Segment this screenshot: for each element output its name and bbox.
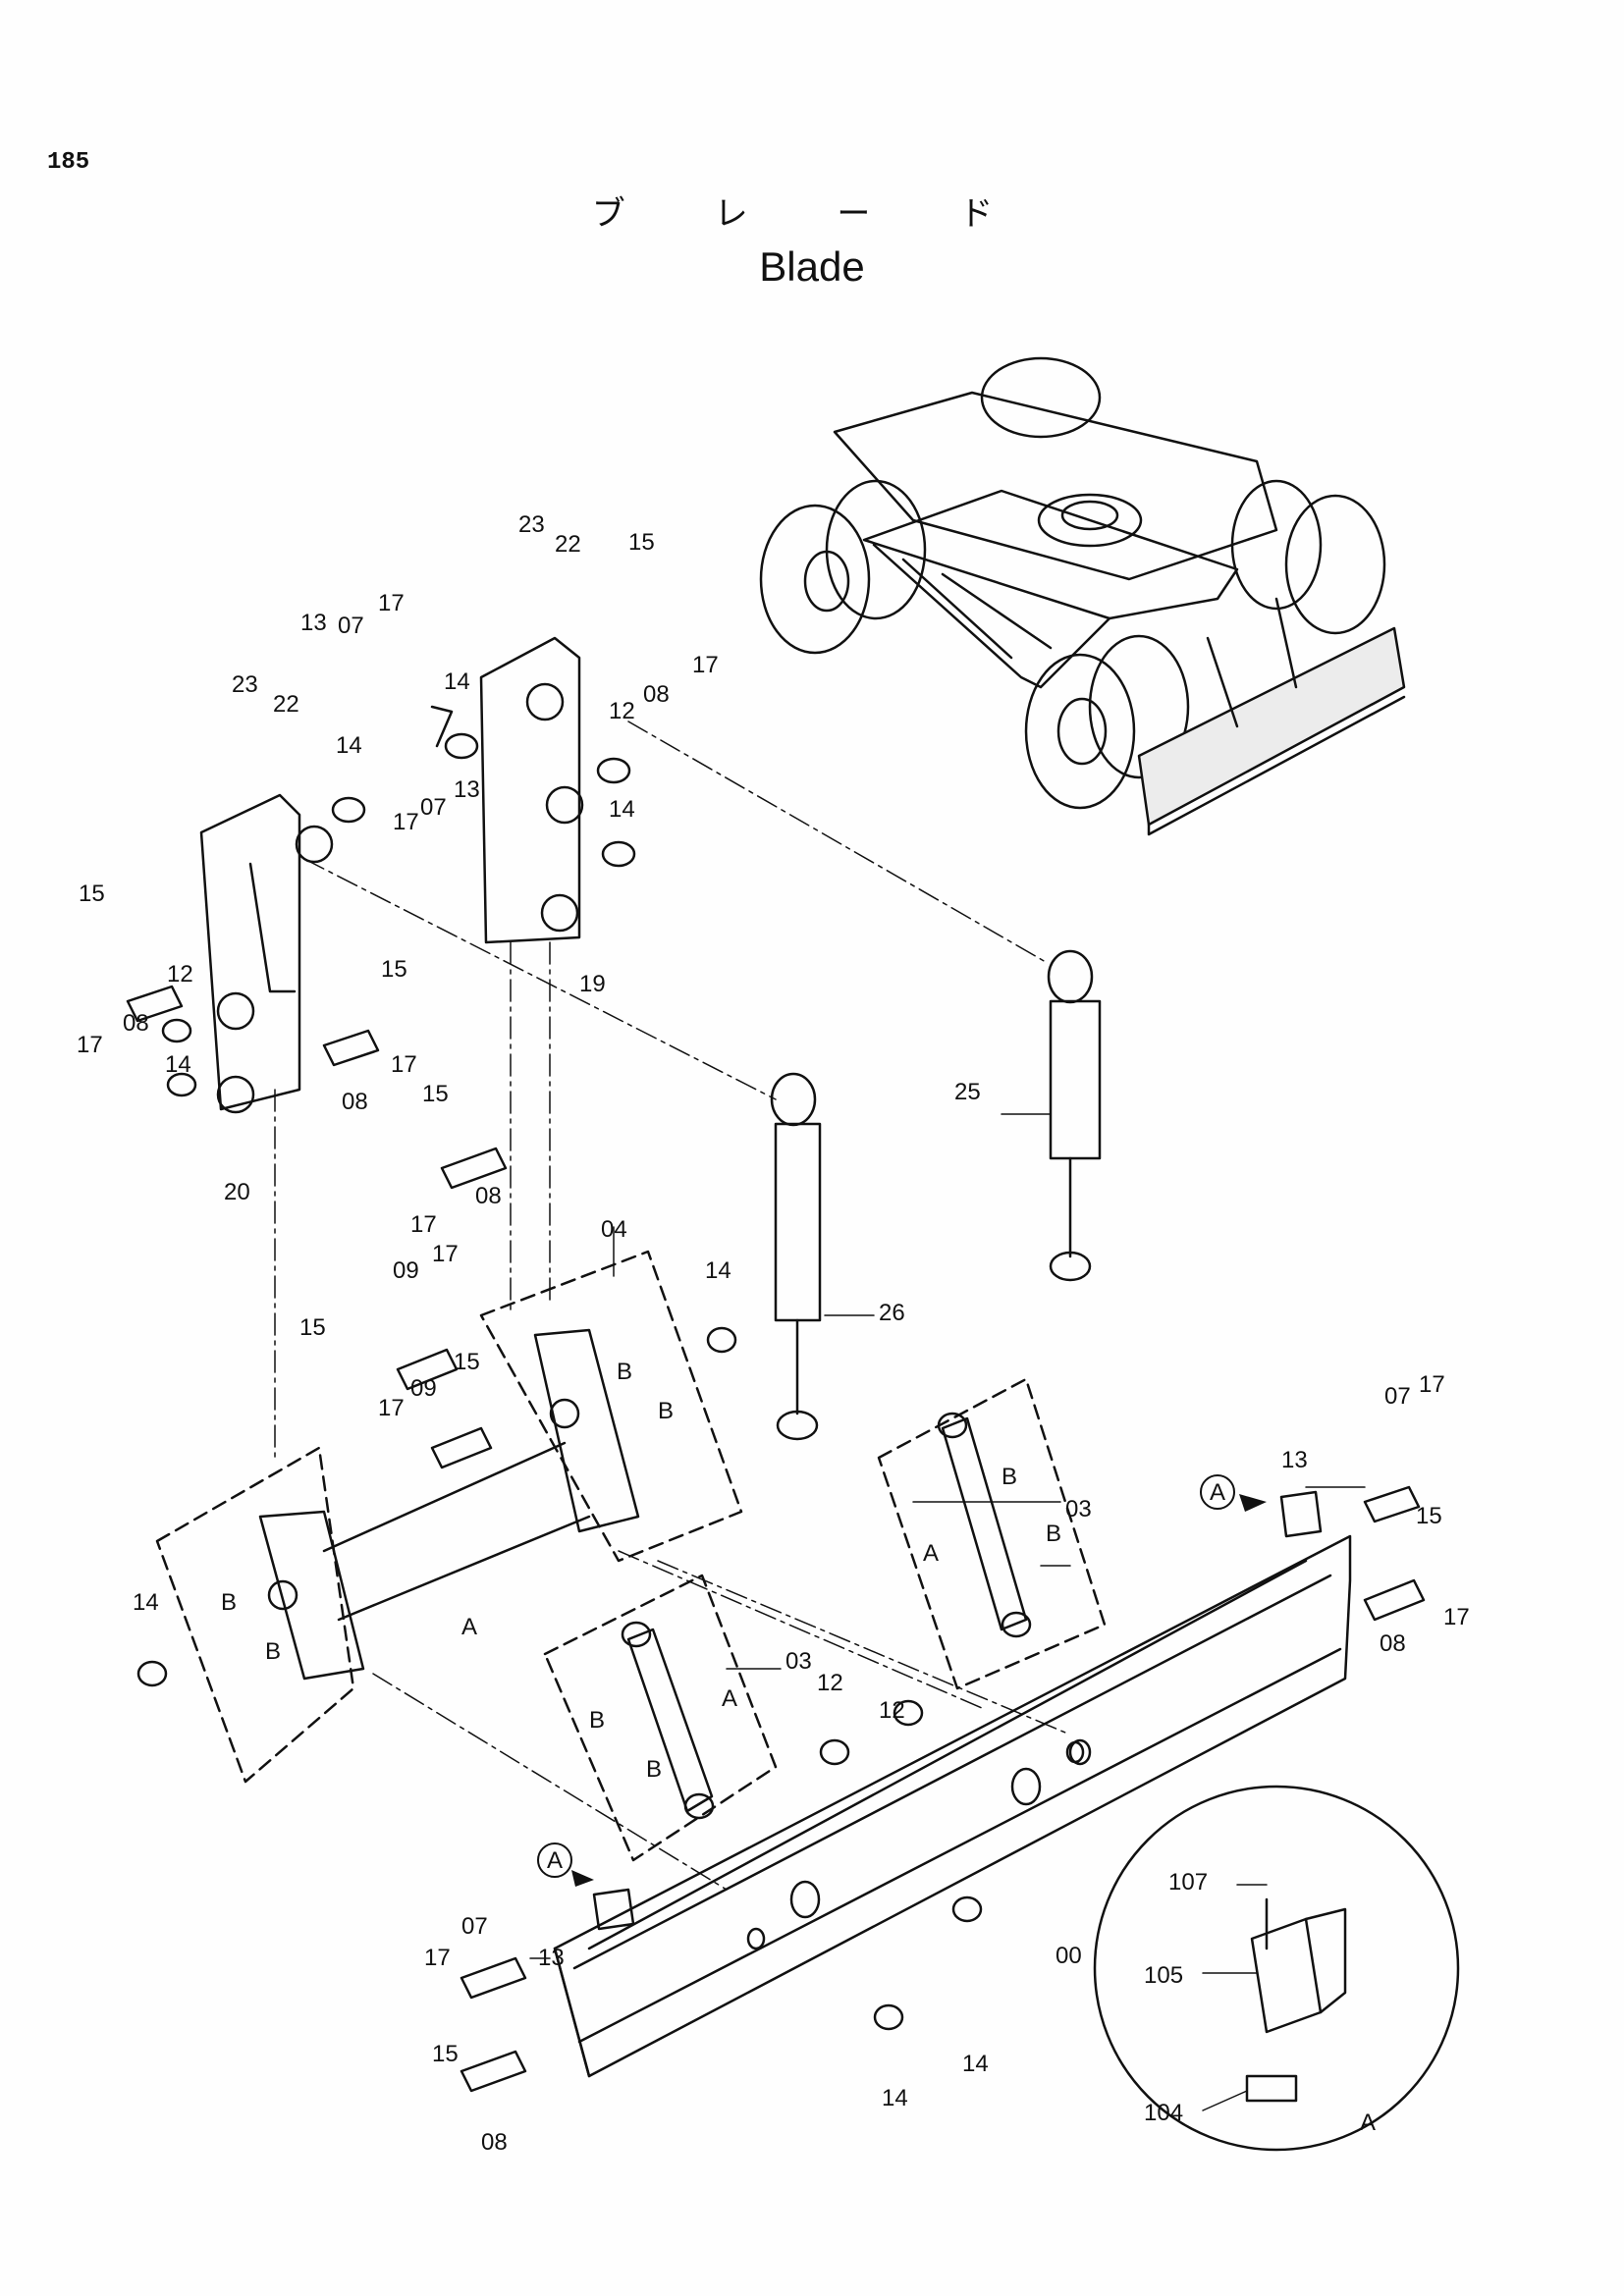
callout-08: 08 bbox=[643, 681, 670, 708]
pins-and-rings bbox=[126, 705, 1426, 2093]
callout-03: 03 bbox=[1065, 1496, 1092, 1522]
callout-17: 17 bbox=[1419, 1371, 1445, 1398]
callout-17: 17 bbox=[378, 1395, 405, 1421]
callout-23: 23 bbox=[232, 671, 258, 698]
callout-14: 14 bbox=[336, 732, 362, 759]
part-letter-B: B bbox=[589, 1707, 605, 1734]
callout-08: 08 bbox=[481, 2129, 508, 2156]
callout-26: 26 bbox=[879, 1300, 905, 1326]
callout-labels: 23 22 15 13 07 17 17 23 22 14 08 12 14 1… bbox=[77, 511, 1470, 2156]
reference-marker-A: A bbox=[537, 1842, 594, 1887]
callout-15: 15 bbox=[381, 956, 407, 983]
callout-08: 08 bbox=[1380, 1630, 1406, 1657]
callout-15: 15 bbox=[79, 881, 105, 907]
callout-15: 15 bbox=[628, 529, 655, 556]
svg-text:A: A bbox=[547, 1847, 563, 1874]
part-letter-A: A bbox=[923, 1540, 939, 1567]
callout-13: 13 bbox=[1281, 1447, 1308, 1473]
callout-07: 07 bbox=[420, 794, 447, 821]
callout-03: 03 bbox=[785, 1648, 812, 1675]
callout-17: 17 bbox=[393, 809, 419, 835]
callout-00: 00 bbox=[1056, 1943, 1082, 1969]
callout-14: 14 bbox=[444, 668, 470, 695]
callout-09: 09 bbox=[393, 1257, 419, 1284]
callout-04: 04 bbox=[601, 1216, 627, 1243]
lift-cylinder-25 bbox=[1047, 949, 1102, 1282]
part-letter-B: B bbox=[1046, 1521, 1061, 1547]
callout-25: 25 bbox=[954, 1079, 981, 1105]
callout-104: 104 bbox=[1144, 2100, 1183, 2126]
svg-text:A: A bbox=[1210, 1479, 1225, 1506]
detail-A-circle bbox=[1093, 1785, 1460, 2152]
callout-08: 08 bbox=[342, 1089, 368, 1115]
callout-15: 15 bbox=[422, 1081, 449, 1107]
page-title-japanese: ブ レ ー ド bbox=[591, 194, 1033, 234]
callout-15: 15 bbox=[299, 1314, 326, 1341]
callout-17: 17 bbox=[77, 1032, 103, 1058]
callout-07: 07 bbox=[1384, 1383, 1411, 1410]
callout-23: 23 bbox=[518, 511, 545, 538]
callout-105: 105 bbox=[1144, 1962, 1183, 1989]
callout-13: 13 bbox=[454, 776, 480, 803]
callout-22: 22 bbox=[273, 691, 299, 718]
link-03-left bbox=[621, 1621, 715, 1820]
callout-12: 12 bbox=[817, 1670, 843, 1696]
callout-12: 12 bbox=[609, 698, 635, 724]
callout-15: 15 bbox=[454, 1349, 480, 1375]
callout-15: 15 bbox=[432, 2041, 459, 2067]
left-bracket-frame bbox=[199, 793, 334, 1114]
part-letter-B: B bbox=[658, 1398, 674, 1424]
callout-14: 14 bbox=[882, 2085, 908, 2111]
callout-17: 17 bbox=[424, 1945, 451, 1971]
page-number: 185 bbox=[47, 149, 90, 176]
callout-15: 15 bbox=[1416, 1503, 1442, 1529]
callout-13: 13 bbox=[538, 1945, 565, 1971]
callout-07: 07 bbox=[461, 1913, 488, 1940]
callout-22: 22 bbox=[555, 531, 581, 558]
part-letter-A: A bbox=[722, 1685, 737, 1712]
callout-17: 17 bbox=[692, 652, 719, 678]
callout-09: 09 bbox=[410, 1375, 437, 1402]
part-letter-A: A bbox=[1360, 2109, 1376, 2136]
push-arm-04 bbox=[258, 1328, 640, 1681]
leader-lines bbox=[529, 1113, 1366, 2111]
callout-14: 14 bbox=[165, 1051, 191, 1078]
part-letter-B: B bbox=[617, 1359, 632, 1385]
callout-17: 17 bbox=[378, 590, 405, 616]
callout-14: 14 bbox=[609, 796, 635, 823]
link-03-right bbox=[937, 1412, 1032, 1638]
callout-12: 12 bbox=[879, 1697, 905, 1724]
callout-14: 14 bbox=[705, 1257, 731, 1284]
reference-marker-A: A bbox=[1200, 1474, 1267, 1512]
lift-cylinder-26 bbox=[770, 1072, 822, 1441]
callout-107: 107 bbox=[1168, 1869, 1208, 1896]
part-letter-B: B bbox=[265, 1638, 281, 1665]
callout-14: 14 bbox=[962, 2051, 989, 2077]
callout-17: 17 bbox=[432, 1241, 459, 1267]
callout-07: 07 bbox=[338, 613, 364, 639]
callout-13: 13 bbox=[300, 610, 327, 636]
callout-08: 08 bbox=[475, 1183, 502, 1209]
part-letter-B: B bbox=[646, 1756, 662, 1783]
right-bracket-frame bbox=[479, 636, 584, 944]
callout-12: 12 bbox=[167, 961, 193, 988]
page-title-english: Blade bbox=[759, 243, 865, 290]
vehicle-overview-illustration bbox=[759, 356, 1406, 836]
part-letter-B: B bbox=[1001, 1464, 1017, 1490]
assembly-centerlines bbox=[274, 721, 1066, 1891]
callout-17: 17 bbox=[1443, 1604, 1470, 1630]
callout-17: 17 bbox=[391, 1051, 417, 1078]
push-arm-group-04-box bbox=[155, 1250, 1107, 1862]
part-letter-B: B bbox=[221, 1589, 237, 1616]
blade-assembly bbox=[553, 1490, 1352, 2078]
part-letter-A: A bbox=[461, 1614, 477, 1640]
callout-20: 20 bbox=[224, 1179, 250, 1205]
callout-19: 19 bbox=[579, 971, 606, 997]
callout-17: 17 bbox=[410, 1211, 437, 1238]
callout-08: 08 bbox=[123, 1010, 149, 1037]
callout-14: 14 bbox=[133, 1589, 159, 1616]
